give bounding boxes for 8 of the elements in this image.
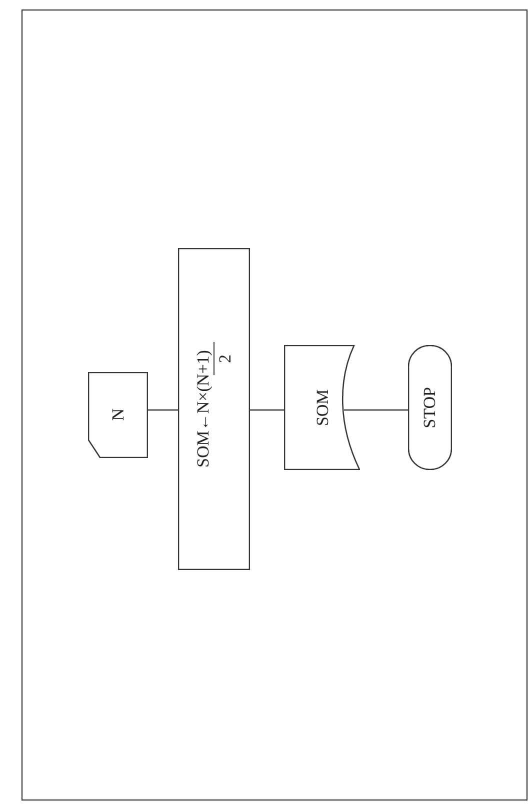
node-text: SOM←N×(N+1) — [192, 350, 214, 468]
node-text: SOM — [311, 389, 332, 426]
node-text: STOP — [419, 386, 440, 428]
connector-line — [148, 409, 178, 411]
connector-line — [344, 409, 408, 411]
node-text: N — [107, 408, 128, 422]
connector-line — [250, 409, 284, 411]
fraction-denominator: 2 — [214, 342, 236, 376]
